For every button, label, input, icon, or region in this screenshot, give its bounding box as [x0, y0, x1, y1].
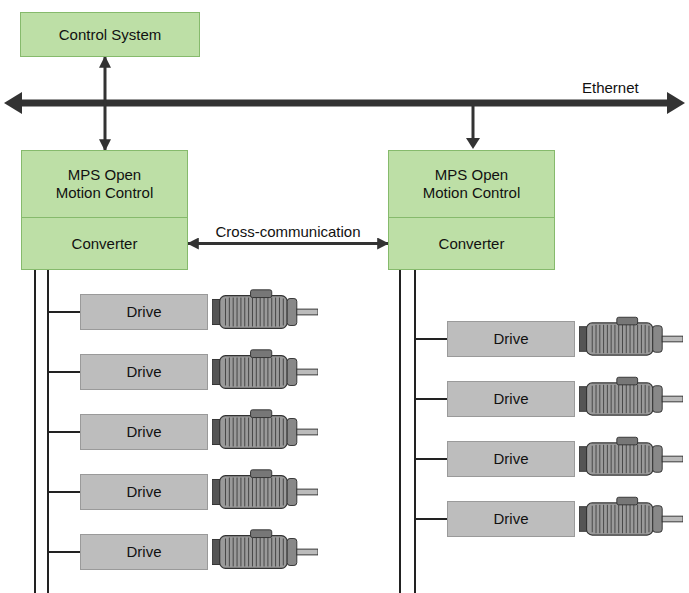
box-label: Converter — [72, 235, 138, 253]
box-label: Drive — [126, 363, 161, 381]
bus-wire — [415, 270, 447, 519]
drive-box: Drive — [447, 441, 575, 477]
box-label: Drive — [493, 510, 528, 528]
box-label: Drive — [126, 423, 161, 441]
bus-drop-arrow — [466, 106, 480, 149]
box-label: Converter — [439, 235, 505, 253]
box-label: Drive — [126, 543, 161, 561]
box-label: Drive — [493, 450, 528, 468]
box-label: Drive — [126, 483, 161, 501]
bus-wire — [48, 270, 80, 492]
bus-wire — [415, 270, 447, 459]
arrow-connector — [188, 242, 388, 245]
drive-box: Drive — [447, 381, 575, 417]
box-label: MPS Open Motion Control — [46, 166, 164, 202]
motor-illustrations — [212, 290, 683, 569]
box-label: Drive — [126, 303, 161, 321]
bus-label: Ethernet — [582, 79, 639, 97]
drive-box: Drive — [80, 474, 208, 510]
box-label: Drive — [493, 330, 528, 348]
bus-wire — [48, 270, 80, 432]
bus-wire — [48, 270, 80, 312]
drive-box: Drive — [80, 294, 208, 330]
dc-bus-wires — [35, 270, 415, 593]
drive-box: Drive — [447, 321, 575, 357]
box-label: Control System — [59, 26, 162, 44]
drive-box: Drive — [80, 354, 208, 390]
controller-box: Converter — [388, 217, 555, 270]
drive-box: Drive — [80, 534, 208, 570]
bus-wire — [415, 270, 447, 399]
drive-box: Drive — [80, 414, 208, 450]
controller-box: Control System — [20, 12, 200, 57]
bus-wire — [48, 270, 80, 372]
edge-label: Cross-communication — [212, 223, 363, 241]
controller-box: MPS Open Motion Control — [21, 150, 188, 218]
bus-wire — [48, 270, 80, 552]
box-label: MPS Open Motion Control — [413, 166, 531, 202]
drive-box: Drive — [447, 501, 575, 537]
controller-box: MPS Open Motion Control — [388, 150, 555, 218]
arrow-connector — [104, 57, 107, 150]
controller-box: Converter — [21, 217, 188, 270]
bus-wire — [415, 270, 447, 339]
box-label: Drive — [493, 390, 528, 408]
